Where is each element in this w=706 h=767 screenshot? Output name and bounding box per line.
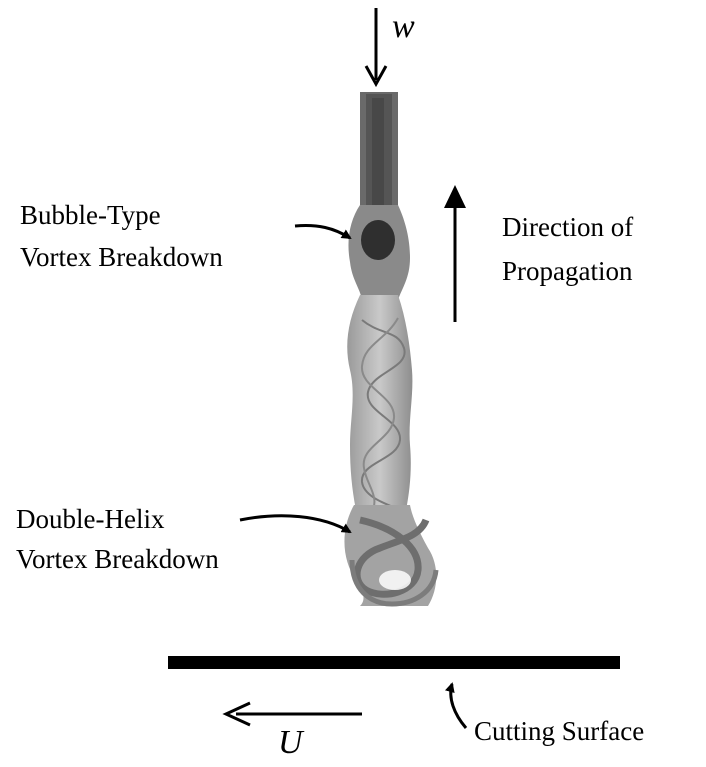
helix-label-line1: Double-Helix <box>16 502 164 536</box>
cutting-pointer-arrow <box>451 684 466 728</box>
bubble-label-line1: Bubble-Type <box>20 198 161 232</box>
w-arrow <box>366 8 386 84</box>
direction-label-line1: Direction of <box>502 210 633 244</box>
bubble-pointer-arrow <box>295 226 350 239</box>
vortex-column <box>344 92 436 606</box>
u-arrow <box>226 703 362 725</box>
w-label: w <box>392 10 415 44</box>
helix-label-line2: Vortex Breakdown <box>16 542 219 576</box>
direction-label-line2: Propagation <box>502 254 632 288</box>
propagation-arrow <box>444 185 466 322</box>
bubble-label-line2: Vortex Breakdown <box>20 240 223 274</box>
cutting-surface-label: Cutting Surface <box>474 714 644 748</box>
u-label: U <box>278 726 303 760</box>
helix-pointer-arrow <box>240 516 350 532</box>
cutting-surface-bar <box>168 656 620 669</box>
bubble-core <box>361 220 395 260</box>
